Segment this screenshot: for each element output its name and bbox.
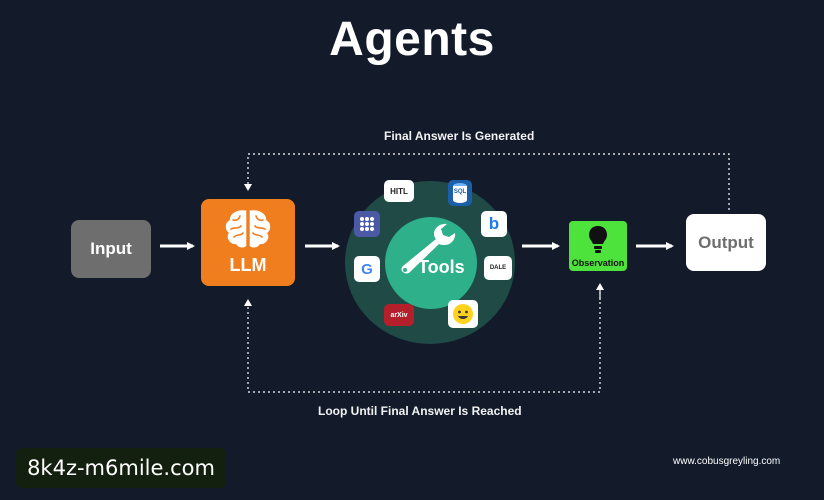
sql-database-graphic [453, 183, 467, 203]
grid-icon [354, 211, 380, 237]
credit-link[interactable]: www.cobusgreyling.com [673, 456, 781, 467]
hugging-face-graphic [453, 304, 473, 324]
wrench-icon [401, 223, 456, 274]
brain-icon [224, 208, 272, 249]
output-node: Output [686, 214, 766, 271]
observation-node: Observation [569, 221, 627, 271]
loop-top-path [244, 153, 730, 210]
tools-node [385, 217, 477, 309]
sql-database-icon: SQL [448, 180, 472, 206]
dalle-icon: DALE [484, 256, 512, 280]
grid-graphic [360, 217, 374, 231]
llm-label: LLM [229, 255, 267, 275]
page-title: Agents [329, 13, 495, 66]
loop-top-label: Final Answer Is Generated [384, 129, 535, 143]
loop-bottom-path [244, 292, 601, 393]
watermark: 8k4z-m6mile.com [16, 448, 226, 488]
hugging-face-icon [448, 300, 478, 328]
arxiv-icon: arXiv [384, 304, 414, 326]
hitl-icon: HITL [384, 180, 414, 202]
bing-icon: b [481, 211, 507, 237]
google-icon: G [354, 256, 380, 282]
input-node: Input [71, 220, 151, 278]
tools-label: Tools [418, 257, 465, 277]
lightbulb-icon [589, 226, 607, 253]
observation-label: Observation [571, 258, 625, 268]
llm-node: LLM [201, 199, 295, 286]
loop-bottom-label: Loop Until Final Answer Is Reached [318, 404, 522, 418]
